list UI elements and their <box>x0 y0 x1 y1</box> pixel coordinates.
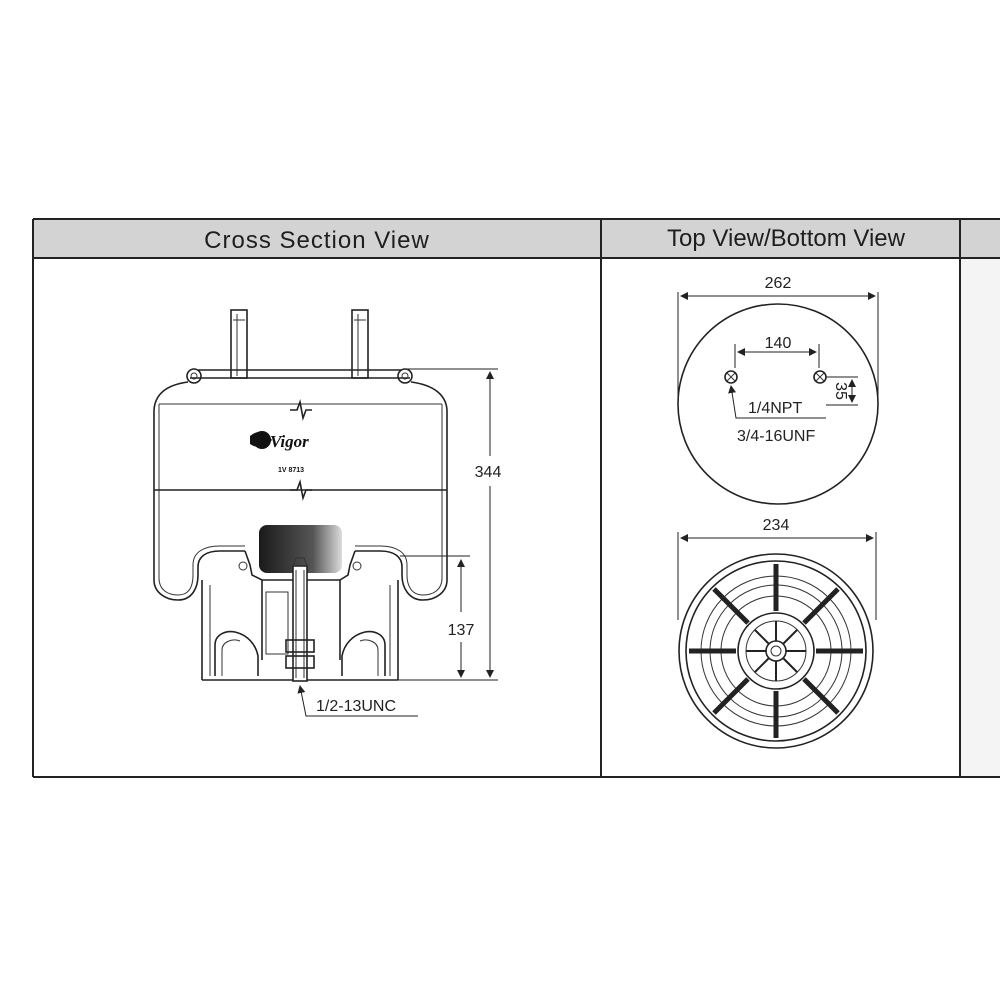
bellows-outer <box>153 381 245 601</box>
panel-extra <box>960 258 1000 777</box>
top-bottom-view-header: Top View/Bottom View <box>667 225 906 252</box>
diameter-dimension-262: 262 <box>677 275 879 400</box>
stud-hole-right <box>813 370 827 384</box>
top-view-drawing: 262 140 35 1/4NPT 3/4-16UNF <box>677 275 879 505</box>
table-border <box>32 218 1000 778</box>
svg-text:344: 344 <box>475 464 502 481</box>
vigor-logo: Vigor <box>250 431 309 451</box>
bead-right <box>397 368 413 384</box>
header-band-cross-section <box>33 219 601 258</box>
svg-text:262: 262 <box>765 275 792 292</box>
header-band-top-bottom <box>601 219 960 258</box>
piston-base-outer <box>678 553 874 749</box>
diameter-dimension-234: 234 <box>677 517 877 620</box>
height-dimension-137: 137 <box>400 555 475 678</box>
cross-section-header: Cross Section View <box>204 227 430 254</box>
spec-table: Cross Section View Top View/Bottom View <box>32 218 1000 778</box>
top-stud-left <box>230 309 248 379</box>
svg-text:35: 35 <box>832 382 849 400</box>
stud-thread-label: 3/4-16UNF <box>737 428 815 445</box>
height-dimension-344: 344 <box>320 368 502 681</box>
port-leader <box>728 385 826 419</box>
thread-label: 1/2-13UNC <box>316 698 396 715</box>
top-stud-right <box>351 309 369 379</box>
base-ribs <box>689 564 863 738</box>
port-label: 1/4NPT <box>748 400 802 417</box>
header-band-extra <box>960 219 1000 258</box>
top-plate-outline <box>677 303 879 505</box>
part-number: 1V 8713 <box>278 467 304 474</box>
stud-hole-left <box>724 370 738 384</box>
svg-text:234: 234 <box>763 517 790 534</box>
thread-leader <box>297 685 418 717</box>
svg-text:137: 137 <box>448 622 475 639</box>
bead-plate <box>190 369 410 379</box>
bead-left <box>186 368 202 384</box>
offset-dimension-35: 35 <box>826 376 858 406</box>
stud-spacing-dimension-140: 140 <box>734 335 820 368</box>
hub-spokes <box>746 621 806 681</box>
center-bolt <box>285 557 315 682</box>
bottom-view-drawing: 234 <box>677 517 877 749</box>
svg-text:Vigor: Vigor <box>270 432 309 451</box>
piston-cap <box>259 525 342 573</box>
cross-section-drawing: Vigor 1V 8713 1/2-13UNC <box>153 309 502 717</box>
svg-text:140: 140 <box>765 335 792 352</box>
